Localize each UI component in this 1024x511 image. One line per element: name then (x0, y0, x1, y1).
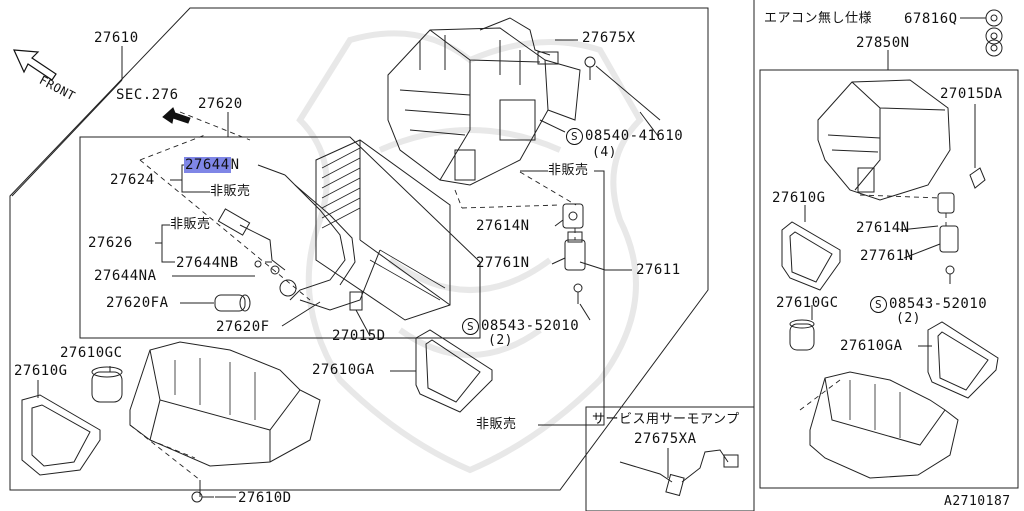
label-not-for-sale-1: 非販売 (210, 184, 251, 199)
label-not-for-sale-3: 非販売 (548, 163, 589, 178)
screw-08543 (573, 283, 583, 304)
right-dashed-guides (799, 194, 947, 411)
label-no-aircon-spec: エアコン無し仕様 (764, 11, 873, 26)
front-arrow (13, 49, 57, 81)
label-27620F: 27620F (216, 319, 270, 335)
standard-part-icon: S (462, 318, 479, 335)
label-r08543-qty: (2) (896, 311, 921, 326)
bracket-27614N (562, 203, 584, 229)
dashed-guides (129, 111, 577, 481)
label-27610D: 27610D (238, 490, 292, 506)
right-bracket-parts (899, 104, 986, 284)
thermo-sensor-wire (479, 17, 578, 65)
seal-27610GA (415, 329, 493, 413)
label-08540-number: 08540-41610 (585, 128, 684, 144)
upper-case-drawing (387, 27, 581, 186)
label-r27610GA: 27610GA (840, 338, 903, 354)
label-27611: 27611 (636, 262, 681, 278)
standard-part-icon: S (566, 128, 583, 145)
service-part-box (585, 406, 755, 511)
label-27644NA: 27644NA (94, 268, 157, 284)
label-27850N: 27850N (856, 35, 910, 51)
label-27624: 27624 (110, 172, 155, 188)
label-r27610G: 27610G (772, 190, 826, 206)
label-08540-qty: (4) (592, 145, 617, 160)
label-27610GA: 27610GA (312, 362, 375, 378)
label-27610: 27610 (94, 30, 139, 46)
label-27675XA: 27675XA (634, 431, 697, 447)
label-27626: 27626 (88, 235, 133, 251)
label-27644N: 27644N (184, 157, 240, 173)
label-not-for-sale-2: 非販売 (170, 217, 211, 232)
right-lower-case-drawing (809, 371, 959, 479)
label-r27614N: 27614N (856, 220, 910, 236)
label-27614N: 27614N (476, 218, 530, 234)
main-group-outline (9, 7, 709, 491)
standard-part-icon: S (870, 296, 887, 313)
screw-27610D (191, 491, 214, 503)
label-27620FA: 27620FA (106, 295, 169, 311)
label-27644N-suffix: N (230, 157, 240, 173)
pad-27610GC (91, 366, 123, 403)
evaporator-drawing (315, 139, 451, 321)
label-27620: 27620 (198, 96, 243, 112)
label-08543-qty: (2) (488, 333, 513, 348)
label-r27015DA: 27015DA (940, 86, 1003, 102)
label-sec276: SEC.276 (116, 87, 179, 103)
label-27644NB: 27644NB (176, 255, 239, 271)
right-upper-case-drawing (817, 79, 951, 201)
right-seal-27610G (781, 205, 841, 291)
thermo-amp-27675XA (619, 448, 739, 497)
grommet-67816Q (960, 9, 1003, 57)
label-08543-number: 08543-52010 (481, 318, 580, 334)
label-27761N: 27761N (476, 255, 530, 271)
right-seal-27610GA (918, 321, 999, 399)
label-r27610GC: 27610GC (776, 295, 839, 311)
label-r08543-number: 08543-52010 (889, 296, 988, 312)
label-27015D: 27015D (332, 328, 386, 344)
label-r27761N: 27761N (860, 248, 914, 264)
expansion-pipes (217, 174, 381, 311)
label-27610G: 27610G (14, 363, 68, 379)
label-service-thermo-amp: サービス用サーモアンプ (592, 412, 740, 427)
label-67816Q: 67816Q (904, 11, 958, 27)
screw-08540 (539, 56, 661, 133)
right-pad-27610GC (789, 305, 815, 351)
label-not-for-sale-4: 非販売 (476, 417, 517, 432)
no-aircon-panel (759, 69, 1019, 489)
figure-code: A2710187 (944, 494, 1011, 509)
leader-lines (11, 46, 659, 498)
section-arrow (162, 107, 191, 124)
label-27610GC: 27610GC (60, 345, 123, 361)
highlighted-part-number[interactable]: 27644 (184, 157, 231, 173)
seal-27610G (21, 394, 101, 476)
label-27675X: 27675X (582, 30, 636, 46)
filter-27620FA (214, 294, 246, 312)
subassembly-outline (79, 136, 481, 339)
